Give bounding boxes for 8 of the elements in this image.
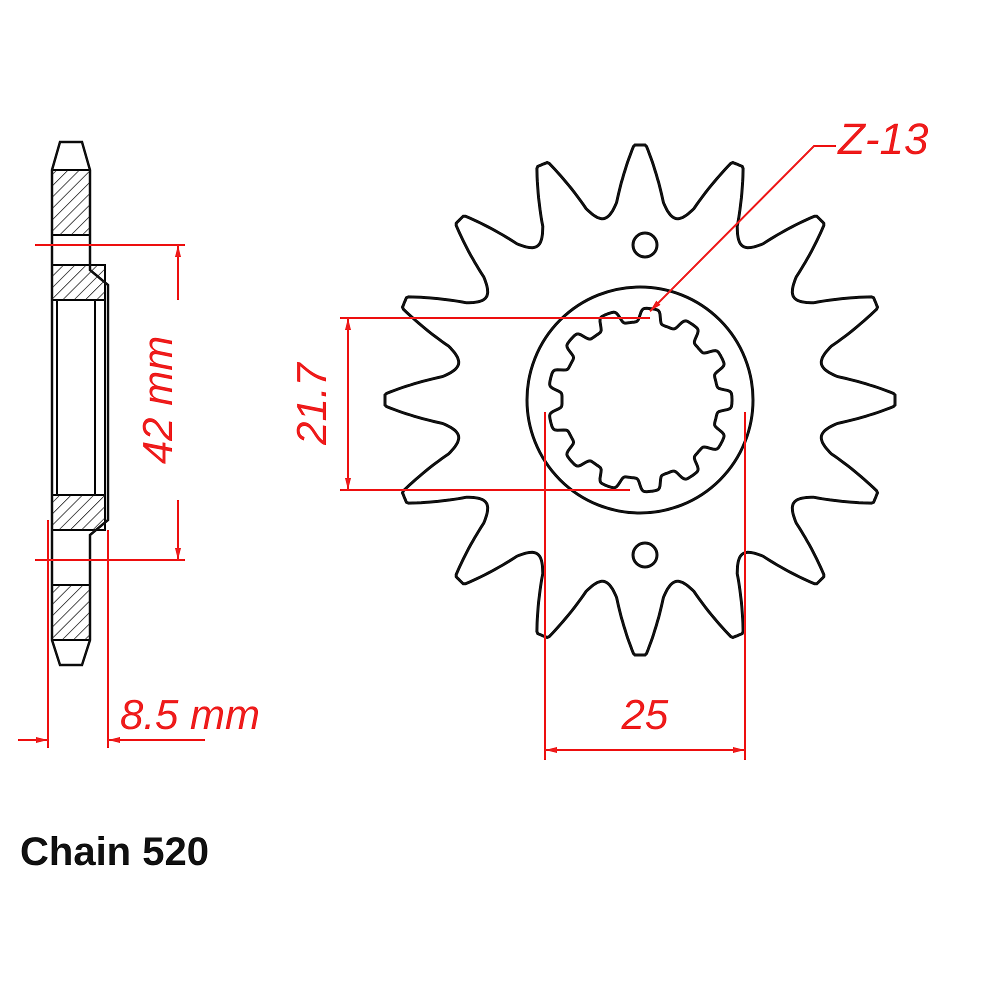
dimension-label: 25 — [622, 694, 668, 736]
dimension-label: 42 mm — [137, 336, 180, 464]
dimension-label: 21.7 — [290, 363, 333, 445]
leader-line — [649, 145, 836, 312]
callout-label: Z-13 — [838, 118, 928, 162]
caption: Chain 520 — [20, 830, 209, 874]
spline-bore — [548, 306, 734, 494]
dimension-label: 8.5 mm — [120, 694, 260, 736]
